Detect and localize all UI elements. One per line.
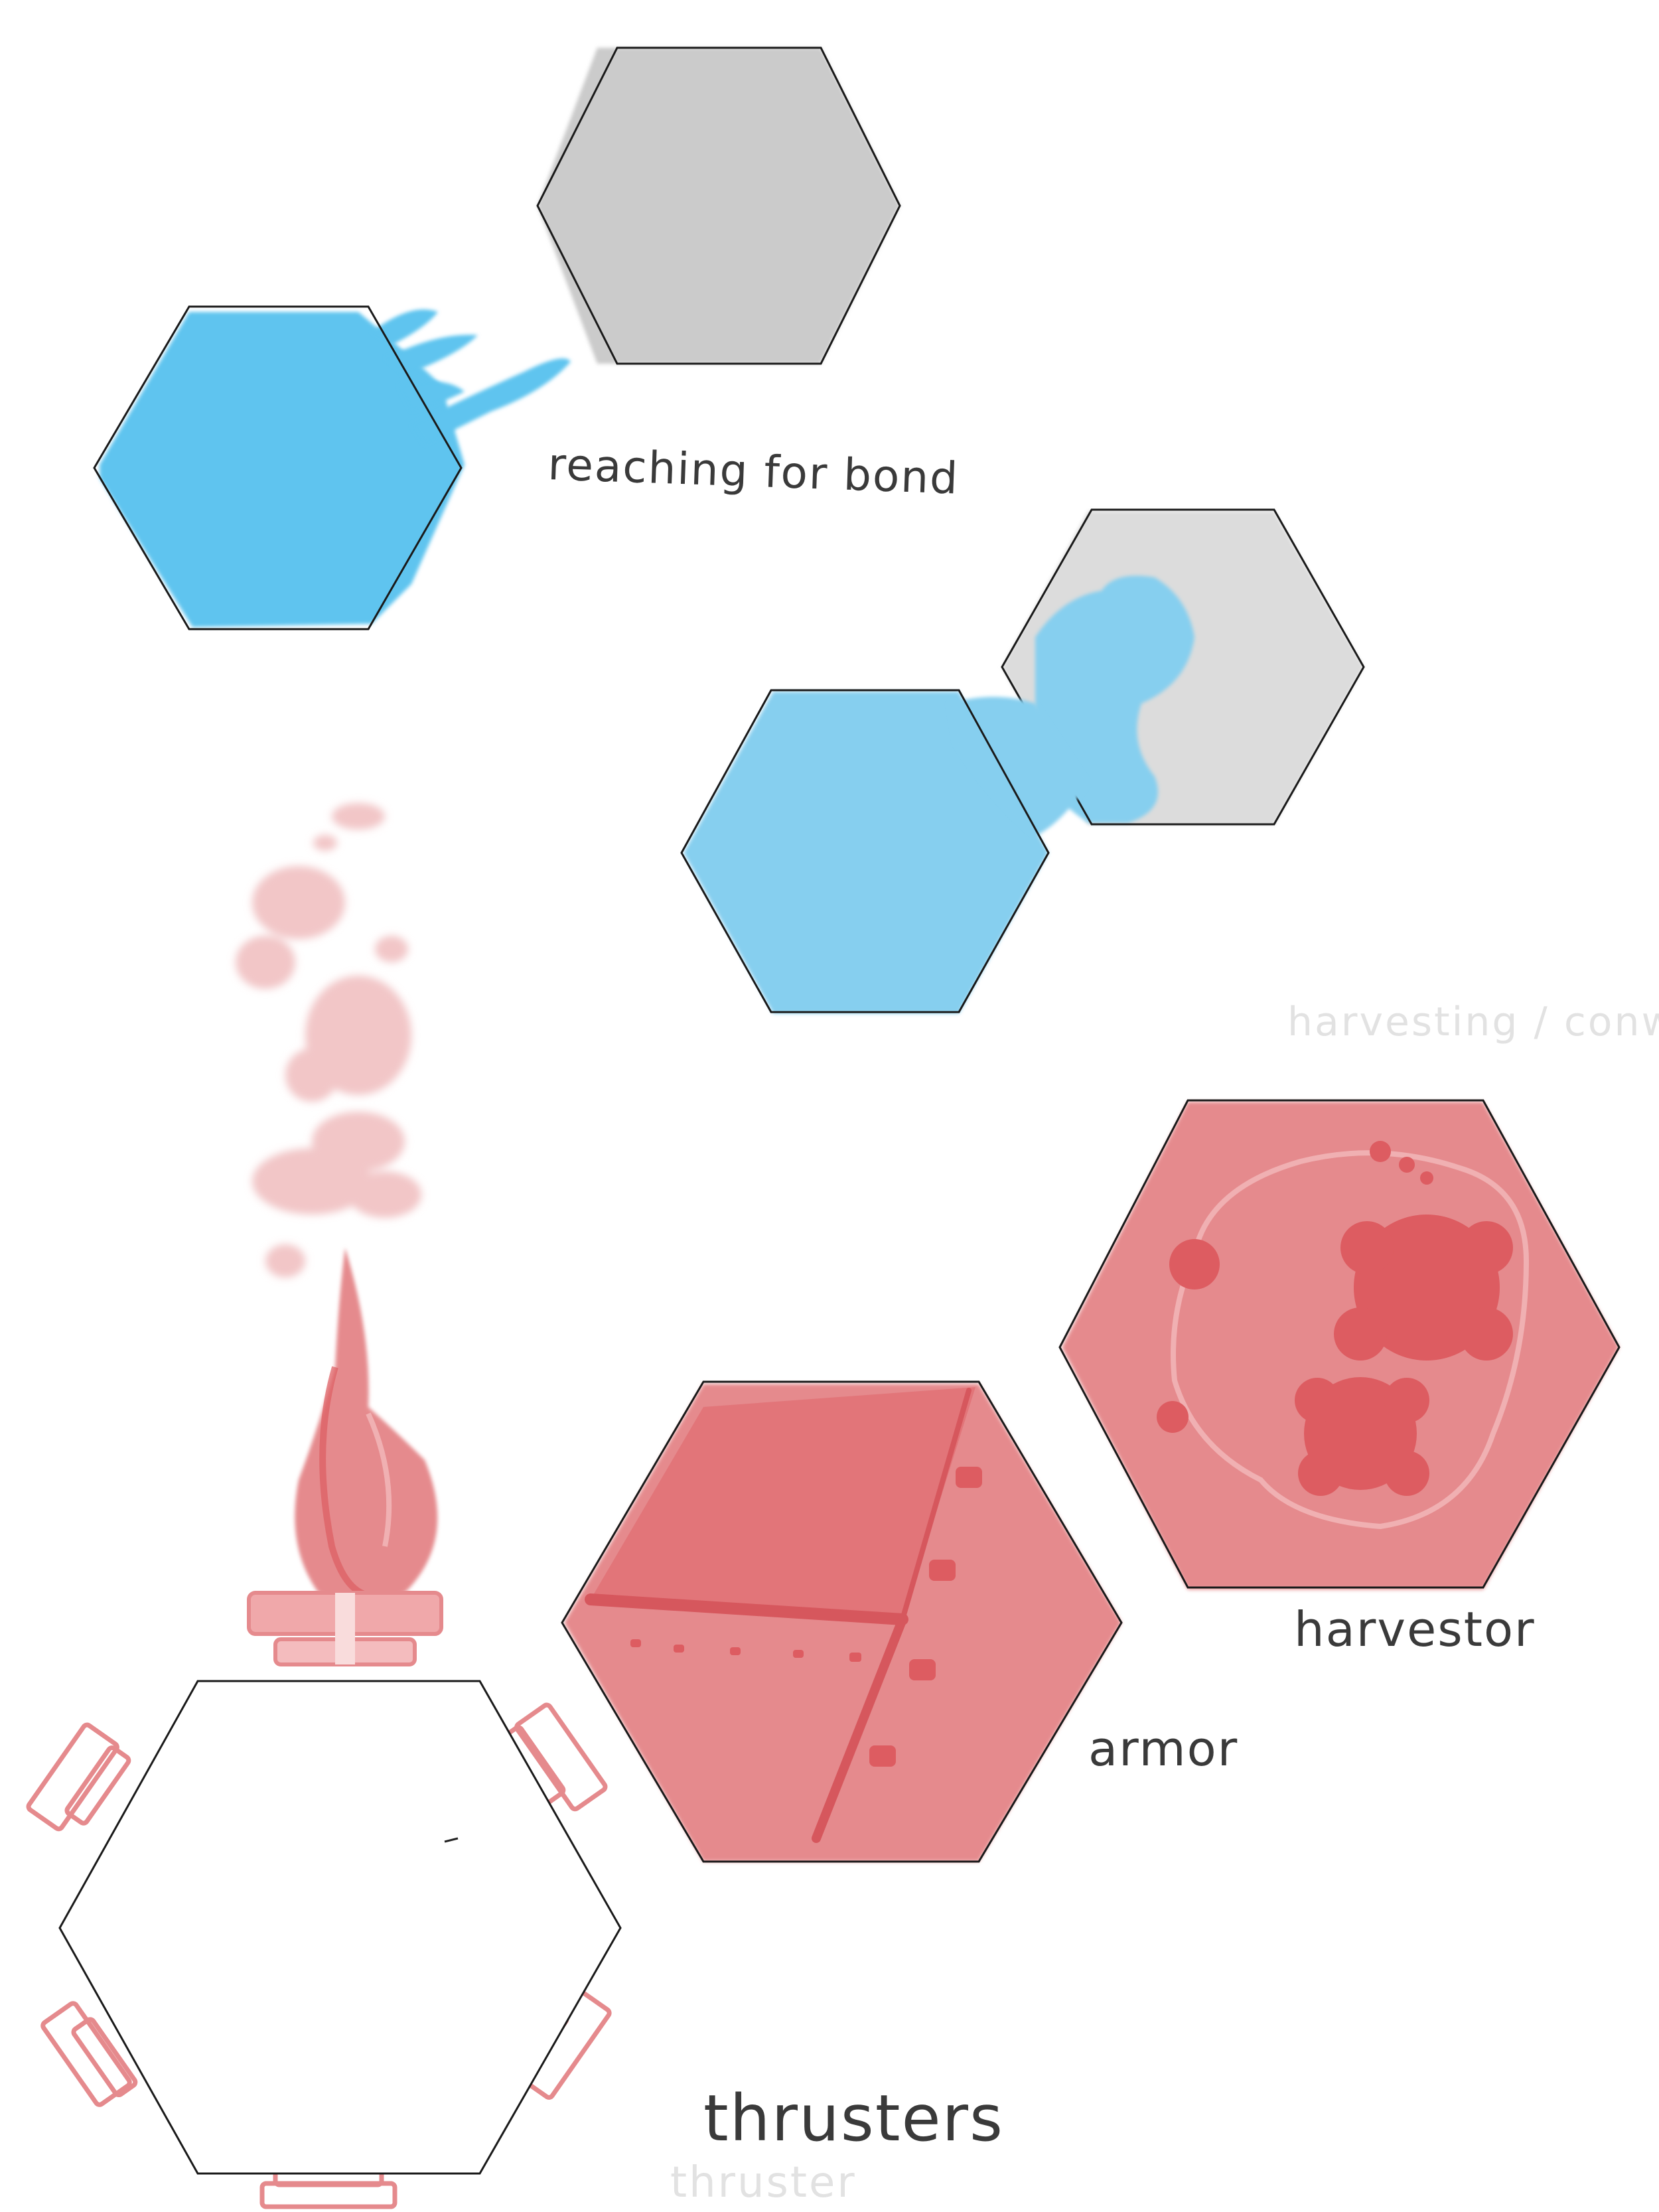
smoke-plume [236, 803, 421, 1278]
harvestor-hex [1058, 1099, 1621, 1589]
armor-rivets [630, 1467, 982, 1767]
thruster-left-upper [26, 1722, 131, 1832]
thruster-flame [295, 1248, 438, 1603]
harvest-blob-2 [1295, 1377, 1429, 1496]
label-harvestor: harvestor [1294, 1601, 1536, 1657]
gray-bond-hex [536, 46, 901, 365]
label-thruster-faint: thruster [670, 2158, 857, 2207]
blue-bonding-hex [680, 689, 1088, 1013]
label-reaching-for-bond: reaching for bond [547, 439, 960, 504]
thruster-hex [58, 1680, 622, 2175]
thruster-nozzle-top [247, 1591, 443, 1666]
armor-hex [561, 1380, 1123, 1863]
gray-bonding-hex [1001, 508, 1365, 826]
label-armor: armor [1088, 1721, 1238, 1777]
label-thrusters: thrusters [703, 2081, 1004, 2156]
blue-reaching-hex [93, 305, 571, 630]
label-harvesting-faint: harvesting / conwet [1287, 999, 1659, 1045]
thruster-left-lower [40, 2001, 138, 2107]
harvest-blob-1 [1334, 1215, 1513, 1361]
